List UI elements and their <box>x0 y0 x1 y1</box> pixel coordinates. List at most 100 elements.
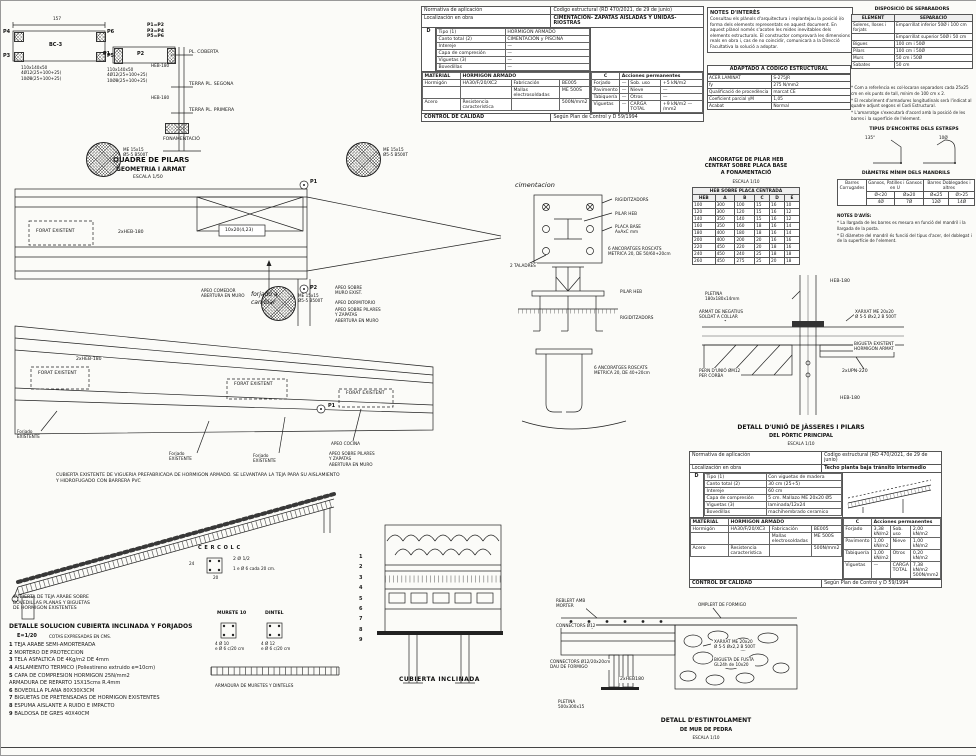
label-p1: P1 <box>103 51 111 57</box>
table-cell: 25 <box>754 250 771 258</box>
ancoratge-col: C <box>754 194 771 202</box>
table-cell: machihembrado ceramico <box>765 508 842 516</box>
separadors-notes: * Com a referència es col·locaran separa… <box>851 85 973 123</box>
norm-label-2: Normativa de aplicación <box>688 451 823 465</box>
label-est-pletina: PLETINA 500x300x15 <box>557 699 586 710</box>
acciones-title-2: Acciones permanentes <box>871 518 941 526</box>
table-cell: 16 <box>769 215 785 223</box>
label-eq: P1=P2 P3=P4 P5=P6 <box>147 23 164 40</box>
roof-title: DETALLE SOLUCION CUBIERTA INCLINADA Y FO… <box>9 623 193 630</box>
table-cell: 16 <box>769 208 785 216</box>
table-row: Tipo (1)HORMIGON ARMADO <box>436 28 591 36</box>
separadors-col1: ELEMENT <box>851 14 895 22</box>
label-unio-armat: ARMAT DE NEGATIUS SOLDAT A COLLAR <box>698 309 745 320</box>
label-p2: P2 <box>137 51 145 57</box>
mandrils-group1: Ganxos, Patilles i Ganxos en U <box>866 179 924 192</box>
table-cell: HA30/F/20/XC3 <box>727 525 771 533</box>
label-pl-coberta: PL. COBERTA <box>189 50 219 55</box>
table-cell: laminada/12x24 <box>765 501 842 509</box>
table-cell: 140 <box>734 215 756 223</box>
norm-value-2: Codigo estructural (RD 470/2021, de 29 d… <box>821 451 942 465</box>
table-cell <box>510 98 561 111</box>
cubierta-inclinada-drawing <box>377 524 503 684</box>
label-p6: P6 <box>107 29 115 35</box>
letter-c-2: C <box>842 518 873 526</box>
list-item: ESPUMA AISLANTE A RUIDO E IMPACTO <box>14 703 115 710</box>
table-cell: Fabricación <box>510 79 561 87</box>
list-item: * Com a referència es col·locaran separa… <box>851 85 969 96</box>
table-cell: 50 cm i 50Ø <box>894 54 973 62</box>
table-cell: 1,00 kN/m2 <box>871 549 892 562</box>
table-cell: 16 <box>769 222 785 230</box>
table-cell: 10 <box>783 201 801 209</box>
label-terra-segona: TERRA PL. SEGONA <box>189 82 234 87</box>
label-rigiditzadors-1: RIGIDITZADORS <box>614 197 650 203</box>
list-item: * El recobriment d'armadures longitudina… <box>851 97 972 109</box>
label-forjado-cambiar: forjado a cambiar <box>251 291 278 306</box>
table-cell: Viguetas (3) <box>704 501 767 509</box>
table-cell: Con viguetas de madera <box>765 473 842 481</box>
table-cell: 18 <box>769 250 785 258</box>
table-cell: 20 <box>769 257 785 265</box>
ancoratge-table: HEB SOBRE PLACA CENTRADA HEB A B C D E 1… <box>692 187 801 265</box>
table-cell: Resistencia característica <box>460 98 512 111</box>
table-cell: Tabiquería <box>590 93 621 101</box>
table-cell: Acabat <box>706 102 773 110</box>
foundation-hatch <box>165 123 189 134</box>
table-row: Tipo (1)Con viguetas de madera <box>704 473 842 481</box>
mesh-note-2: ME 15x15 Ø5-5 B500T <box>383 147 408 158</box>
loc-label: Localización en obra <box>420 14 552 28</box>
list-item: 6 <box>359 606 363 613</box>
table-cell: 400 <box>714 229 736 237</box>
label-forjado-exist-2: Forjado EXISTENTE <box>169 451 192 462</box>
list-item: CAPA DE COMPRESION HORMIGON 25N/mm2 ARMA… <box>9 672 130 687</box>
letter-d-2: D <box>689 472 704 518</box>
notes-interes-title: NOTES D'INTERÈS <box>710 10 761 16</box>
table-cell: fy <box>706 81 773 89</box>
table-cell: 140 <box>692 215 716 223</box>
letter-c: C <box>590 72 621 80</box>
label-unio-bigueta: BIGUETA EXISTENT HORMIGON ARMAT <box>853 341 895 352</box>
acer-block: ADAPTADO A CODIGO ESTRUCTURAL ACER LAMIN… <box>706 65 851 110</box>
pillar-hatch-p6 <box>96 32 106 42</box>
table-cell: Pilars <box>851 47 895 55</box>
table-cell: 300 <box>714 201 736 209</box>
table-cell: Capa de compresión <box>436 49 506 57</box>
table-cell: CIMENTACIÓN y PISCINA <box>504 35 591 43</box>
unio-subtitle: DEL PÒRTIC PRINCIPAL <box>768 433 834 439</box>
murete-beam-label: ARMADURA DE MURETES Y DINTELES <box>215 683 294 688</box>
estintolament-drawing <box>560 605 798 690</box>
label-forat-3: FORAT EXISTENT <box>233 382 274 388</box>
table-cell: Fabricación <box>769 525 813 533</box>
forjado-sketch <box>847 479 932 513</box>
cercol-drawing <box>206 557 223 574</box>
table-cell: — <box>504 49 591 57</box>
table-cell: Resistencia característica <box>727 544 771 557</box>
table-cell: Acero <box>422 98 461 111</box>
table-cell: Sob. uso <box>627 79 662 87</box>
table-cell: Mallas electrosoldadas <box>769 532 813 545</box>
table-cell: 180 <box>734 229 756 237</box>
spec-table-top: Normativa de aplicación Codigo estructur… <box>420 6 704 122</box>
table-cell: Emparrillat inferior 50Ø i 100 cm <box>894 21 973 34</box>
mandrils-val: 4Ø <box>865 198 896 206</box>
table-cell: CARGA TOTAL <box>627 100 662 113</box>
table-cell <box>851 33 895 41</box>
table-cell: 160 <box>692 222 716 230</box>
table-cell: 160 <box>734 222 756 230</box>
table-cell: 7,38 kN/m2 500N/mm2 <box>910 561 941 579</box>
table-cell: 200 <box>692 236 716 244</box>
table-cell: 16 <box>783 236 801 244</box>
